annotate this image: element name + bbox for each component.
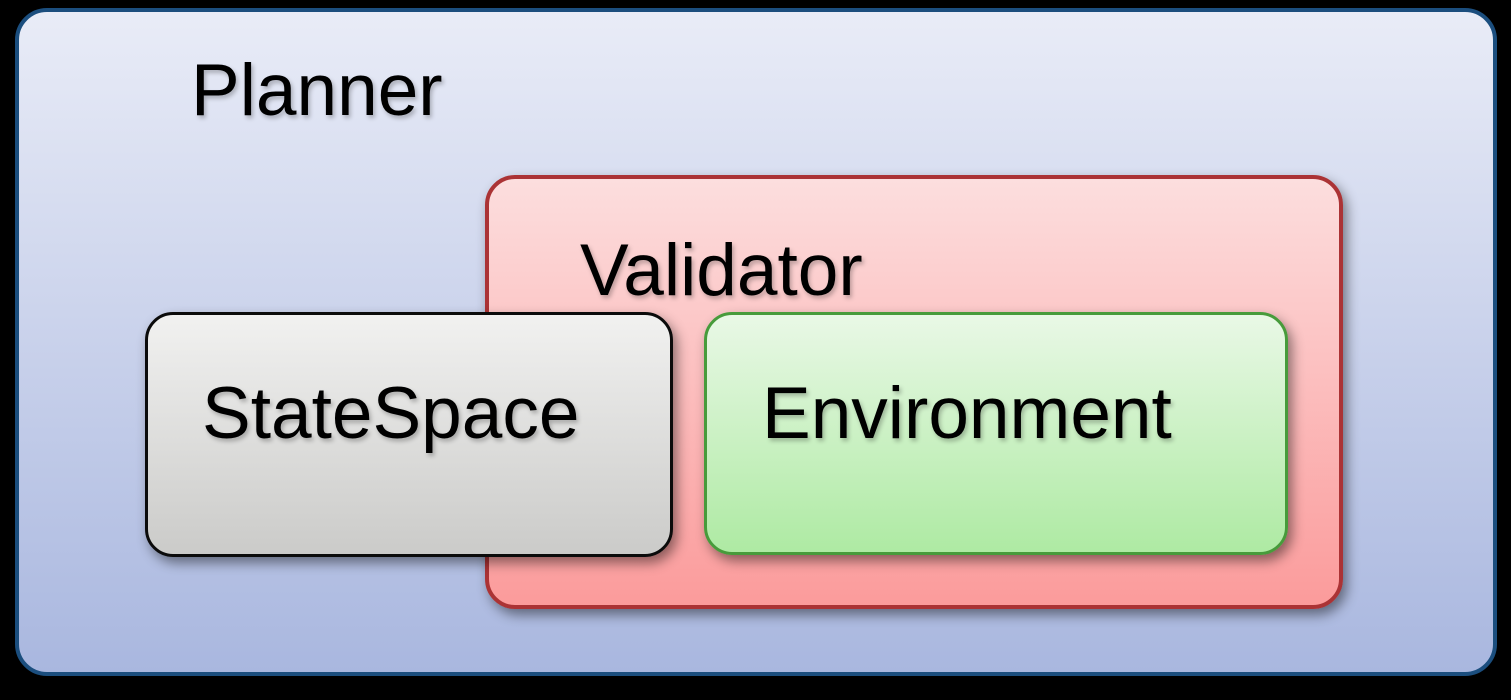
statespace-label: StateSpace: [202, 373, 580, 454]
validator-label: Validator: [580, 230, 863, 311]
statespace-box: StateSpace: [145, 312, 673, 557]
environment-label: Environment: [762, 373, 1172, 454]
planner-label: Planner: [191, 50, 443, 131]
environment-box: Environment: [704, 312, 1288, 555]
